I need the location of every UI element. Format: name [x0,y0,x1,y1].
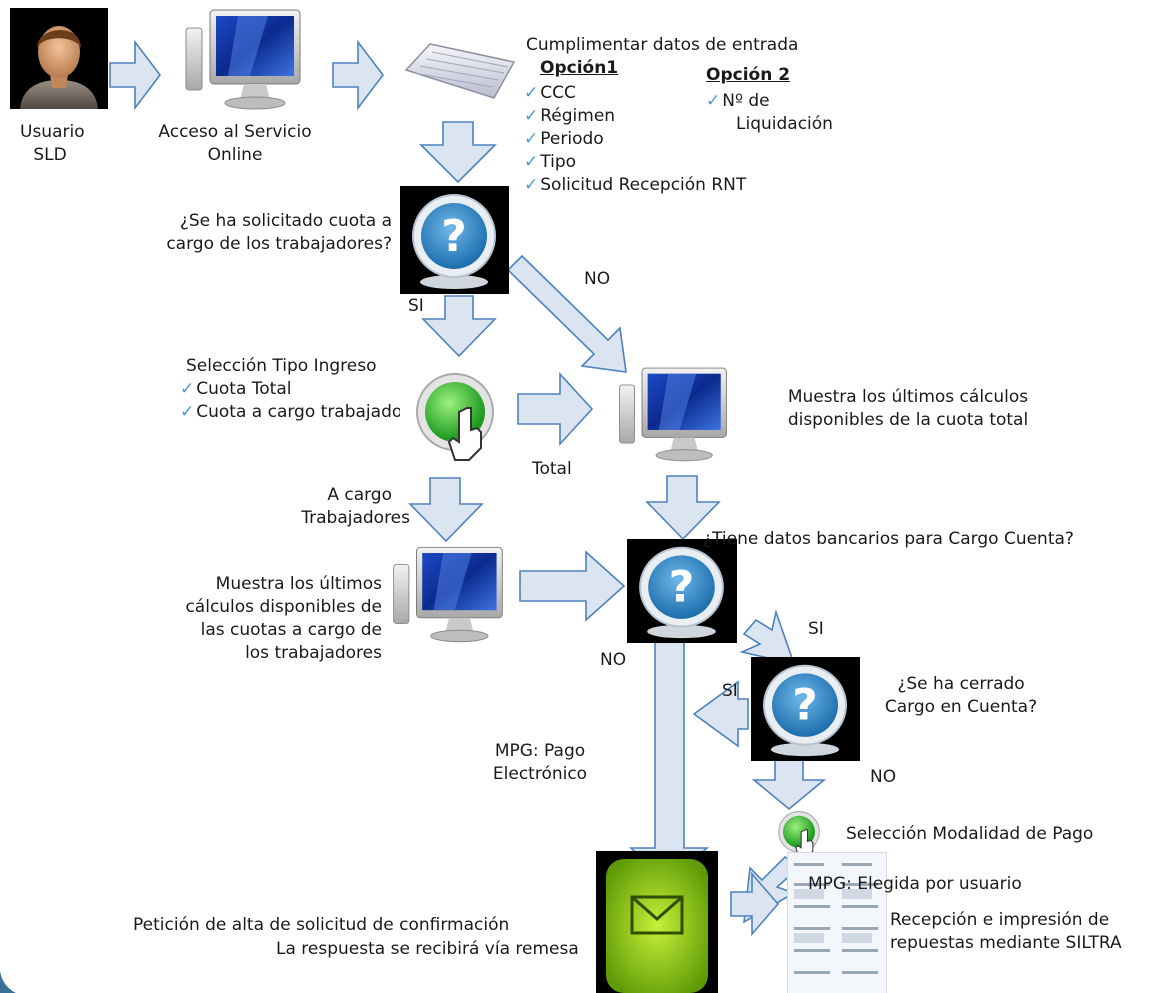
computer-monitor-icon [612,364,732,464]
edge-label-no: NO [870,767,897,787]
list-item: ✓Cuota Total [180,379,292,399]
check-icon: ✓ [524,129,539,149]
arrow-question-si [421,295,497,358]
list-item: ✓Régimen [524,106,616,126]
edge-label-mpg-pago: MPG: Pago Electrónico [460,740,620,786]
check-icon: ✓ [524,175,539,195]
document-thumbnail-icon [787,852,887,993]
edge-label-no: NO [584,269,611,289]
svg-text:?: ? [441,211,467,262]
green-button-hand-icon [767,808,831,862]
list-item: ✓CCC [524,83,576,103]
question-mark-icon: ? [400,186,509,294]
q-cerrado-line: Cargo en Cuenta? [884,697,1038,717]
seleccion-tipo-title: Selección Tipo Ingreso [186,356,377,376]
arrow-monitor-down [645,475,721,541]
arrow-question-no [506,254,627,373]
svg-text:?: ? [669,564,695,613]
node-muestra-trab: Muestra los últimos cálculos disponibles… [120,573,382,665]
check-icon: ✓ [706,91,721,111]
node-q-cerrado: ¿Se ha cerrado Cargo en Cuenta? [866,673,1056,719]
node-acceso: Acceso al Servicio Online [135,121,335,167]
check-icon: ✓ [180,379,195,399]
opcion1-title: Opción1 [540,58,619,78]
edge-label-si: SI [408,296,424,316]
computer-monitor-icon [178,6,306,112]
muestra-trab-line: cálculos disponibles de [185,597,382,617]
node-usuario: Usuario SLD [20,121,85,167]
opcion2-title: Opción 2 [706,65,791,85]
mpg-pago-line: Electrónico [492,764,588,784]
edge-label-no: NO [600,650,627,670]
corner-arc [0,965,16,993]
muestra-trab-line: Muestra los últimos [215,574,382,594]
arrow-cerrado-si-left [692,680,749,748]
computer-monitor-icon [386,542,508,646]
opcion2-list: ✓Nº de Liquidación [706,90,833,136]
arrow-cerrado-no-down [751,757,827,811]
node-seleccion-modalidad: Selección Modalidad de Pago [846,824,1094,844]
list-item: ✓Nº de [706,91,770,111]
opcion1-list: ✓CCC ✓Régimen ✓Periodo ✓Tipo ✓Solicitud … [524,82,746,197]
node-cumplimentar-title: Cumplimentar datos de entrada [526,35,799,55]
edge-label-si: SI [722,681,738,701]
peticion-line: Petición de alta de solicitud de confirm… [133,915,510,935]
node-seleccion-tipo: Selección Tipo Ingreso ✓Cuota Total ✓Cuo… [180,355,400,435]
edge-label-a-cargo: A cargo Trabajadores [240,484,410,530]
node-q-bancarios: ¿Tiene datos bancarios para Cargo Cuenta… [703,529,1074,549]
node-muestra-total: Muestra los últimos cálculos disponibles… [748,386,1068,432]
usuario-line: SLD [33,145,67,165]
list-item: ✓Cuota a cargo trabajadores [180,402,400,422]
a-cargo-line: Trabajadores [301,508,410,528]
a-cargo-line: A cargo [327,485,392,505]
check-icon: ✓ [524,106,539,126]
muestra-total-line: disponibles de la cuota total [787,410,1029,430]
node-q-cuota: ¿Se ha solicitado cuota a cargo de los t… [100,210,392,256]
arrow-monitor2-to-question [519,550,626,622]
muestra-total-line: Muestra los últimos cálculos [787,387,1029,407]
user-avatar-icon [10,8,108,109]
edge-label-mpg-usuario: MPG: Elegida por usuario [808,874,1022,894]
q-cuota-line: ¿Se ha solicitado cuota a [179,211,392,231]
acceso-line: Online [207,145,263,165]
arrow-electronic-down [628,639,710,885]
svg-text:?: ? [792,681,818,730]
edge-label-si: SI [808,619,824,639]
q-cuota-line: cargo de los trabajadores? [166,234,392,254]
recepcion-line: Recepción e impresión de [890,910,1110,930]
muestra-trab-line: las cuotas a cargo de [200,620,382,640]
edge-label-total: Total [532,459,572,479]
arrow-envelope-to-recepcion [730,871,780,937]
peticion-line: La respuesta se recibirá vía remesa [276,939,579,959]
check-icon: ✓ [524,152,539,172]
acceso-line: Acceso al Servicio [158,122,312,142]
node-recepcion: Recepción e impresión de repuestas media… [890,909,1122,955]
arrow-button-acargo [408,477,484,543]
list-item: ✓Periodo [524,129,604,149]
green-button-hand-icon [395,368,515,468]
node-peticion: Petición de alta de solicitud de confirm… [100,914,594,966]
list-item: ✓Solicitud Recepción RNT [524,175,747,195]
question-mark-icon: ? [627,539,737,643]
mpg-pago-line: MPG: Pago [494,741,586,761]
arrow-user-to-access [109,39,162,111]
arrow-access-to-keyboard [332,39,385,111]
check-icon: ✓ [524,83,539,103]
recepcion-line: repuestas mediante SILTRA [890,933,1122,953]
envelope-icon [596,851,718,993]
muestra-trab-line: los trabajadores [245,643,382,663]
arrow-keyboard-to-question [419,121,497,184]
keyboard-icon [402,40,518,102]
list-item: ✓Tipo [524,152,577,172]
check-icon: ✓ [180,402,195,422]
list-item: Liquidación [736,114,833,134]
usuario-line: Usuario [20,122,85,142]
q-cerrado-line: ¿Se ha cerrado [897,674,1025,694]
arrow-button-total [517,371,594,447]
question-mark-icon: ? [751,657,860,761]
